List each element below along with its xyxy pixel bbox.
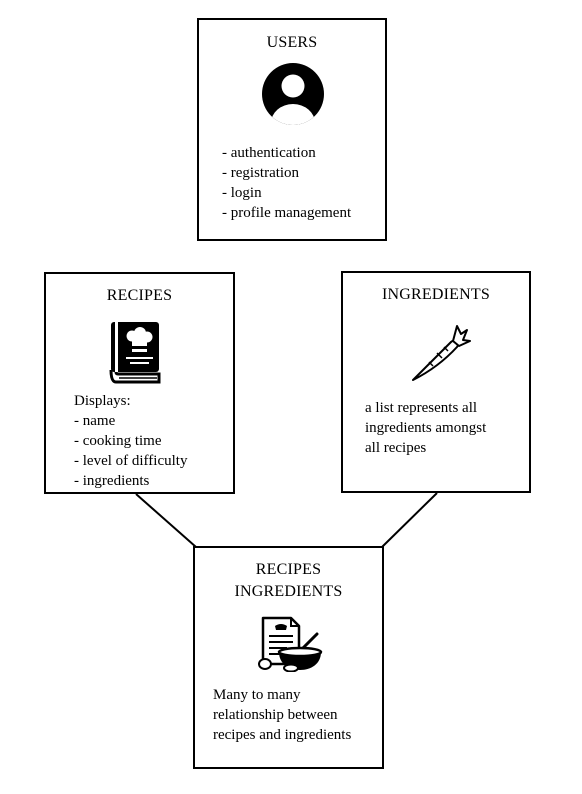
recipes-entity-box: RECIPES Displays: - name - cooking time … [44, 272, 235, 494]
users-entity-box: USERS - authentication - registration - … [197, 18, 387, 241]
recipes-title: RECIPES [106, 287, 173, 304]
recipes-ingredients-description: Many to many relationship between recipe… [213, 685, 351, 745]
ingredients-description-line: all recipes [365, 440, 427, 456]
ingredients-description: a list represents all ingredients amongs… [365, 398, 486, 458]
recipes-ingredients-title-line: RECIPES [255, 561, 322, 578]
recipes-ingredients-title-line: INGREDIENTS [234, 583, 343, 600]
user-avatar-icon [262, 63, 324, 125]
recipes-intro: Displays: [74, 393, 131, 409]
connector-ingredients-to-join [381, 492, 438, 548]
recipe-bowl-icon [258, 616, 323, 672]
users-feature-list: - authentication - registration - login … [222, 143, 351, 223]
recipes-ingredients-entity-box: RECIPES INGREDIENTS Many to many relatio… [193, 546, 384, 769]
users-feature-item: - profile management [222, 205, 352, 221]
cookbook-icon [109, 322, 161, 384]
connector-recipes-to-join [135, 493, 197, 548]
recipes-feature-item: - ingredients [74, 473, 150, 489]
ingredients-title: INGREDIENTS [382, 286, 490, 303]
users-feature-item: - authentication [222, 145, 316, 161]
users-title: USERS [266, 34, 318, 51]
recipes-feature-item: - level of difficulty [74, 453, 188, 469]
users-feature-item: - login [222, 185, 262, 201]
users-feature-item: - registration [222, 165, 300, 181]
carrot-icon [412, 325, 471, 381]
recipes-feature-item: - cooking time [74, 433, 162, 449]
ingredients-description-line: a list represents all [365, 400, 478, 416]
recipes-display-list: Displays: - name - cooking time - level … [74, 391, 187, 491]
recipes-ingredients-description-line: Many to many [213, 687, 301, 703]
recipes-ingredients-description-line: recipes and ingredients [213, 727, 352, 743]
recipes-feature-item: - name [74, 413, 116, 429]
recipes-ingredients-description-line: relationship between [213, 707, 338, 723]
ingredients-entity-box: INGREDIENTS a list represents all ingred… [341, 271, 531, 493]
ingredients-description-line: ingredients amongst [365, 420, 487, 436]
recipes-ingredients-title: RECIPES INGREDIENTS [195, 559, 382, 603]
